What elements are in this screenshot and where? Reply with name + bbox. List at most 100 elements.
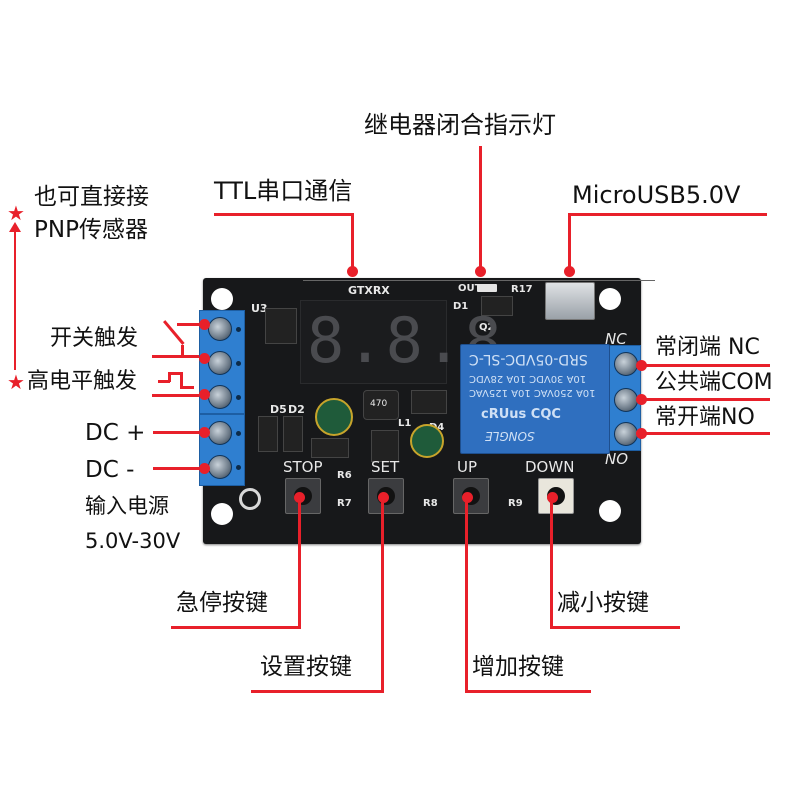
down-key-label: 减小按键 <box>557 590 649 616</box>
micro-usb-leader-v <box>568 213 571 269</box>
relay-brand: SONGLE <box>485 429 535 443</box>
silk-down: DOWN <box>525 458 575 476</box>
switch-symbol-top <box>177 323 199 326</box>
trigger-pin1-dot <box>199 319 210 330</box>
power-input-label: 输入电源 <box>85 494 169 518</box>
electrolytic-capacitor <box>315 398 353 436</box>
arrow-up-icon <box>9 222 21 232</box>
dc-plus-dot <box>199 427 210 438</box>
electrolytic-capacitor <box>410 424 444 458</box>
silk-out: OUT <box>458 283 482 294</box>
voltage-range-label: 5.0V-30V <box>85 529 181 553</box>
relay-model: SRD-05VDC-SL-C <box>469 351 588 367</box>
relay-indicator-led <box>477 284 497 292</box>
micro-usb-dot <box>564 266 575 277</box>
switch-symbol-stub <box>181 345 184 357</box>
brand-logo-icon <box>239 488 261 510</box>
dc-minus-dot <box>199 463 210 474</box>
star-icon: ★ <box>7 201 25 225</box>
pnp-note-arrow-line <box>14 230 16 370</box>
header-outline <box>303 280 655 295</box>
com-leader <box>640 398 770 401</box>
terminal-screw-no[interactable] <box>614 422 638 446</box>
up-key-label: 增加按键 <box>472 654 564 680</box>
set-key-label: 设置按键 <box>260 654 352 680</box>
terminal-screw-com[interactable] <box>614 388 638 412</box>
set-leader-h <box>251 690 384 693</box>
silk-d5: D5 <box>270 403 287 416</box>
dc-plus-label: DC + <box>85 420 146 446</box>
silk-r6: R6 <box>337 470 352 481</box>
terminal-screw[interactable] <box>208 421 232 445</box>
set-leader-v <box>381 495 384 692</box>
pulse-symbol-fall <box>180 372 183 388</box>
trigger-pin2-dot <box>199 353 210 364</box>
ttl-serial-label: TTL串口通信 <box>214 177 353 205</box>
u3-chip <box>265 308 297 344</box>
dc-plus-leader <box>153 431 205 434</box>
stop-key-label: 急停按键 <box>176 590 268 616</box>
silk-l1: L1 <box>398 418 412 429</box>
no-label: 常开端NO <box>655 405 755 430</box>
terminal-screw[interactable] <box>208 455 232 479</box>
relay: SRD-05VDC-SL-C 10A 30VDC 10A 28VDC 10A 2… <box>460 344 610 454</box>
nc-label: 常闭端 NC <box>655 335 760 360</box>
up-leader-h <box>465 690 591 693</box>
ttl-serial-leader-h <box>214 213 354 216</box>
trigger-pin3-dot <box>199 389 210 400</box>
switch-trigger-label: 开关触发 <box>50 326 139 351</box>
silk-set: SET <box>371 458 400 476</box>
stop-leader-v <box>298 495 301 628</box>
silk-d2: D2 <box>288 403 305 416</box>
ttl-serial-leader-v <box>351 213 354 269</box>
relay-indicator-dot <box>475 266 486 277</box>
d4-diode <box>411 390 447 414</box>
regulator-chip <box>371 430 399 462</box>
high-level-trigger-label: 高电平触发 <box>27 369 138 394</box>
relay-marks: cRUus CQC <box>481 407 561 422</box>
mount-hole <box>211 288 233 310</box>
terminal-screw[interactable] <box>208 385 232 409</box>
micro-usb-leader-h <box>568 213 767 216</box>
nc-leader <box>640 364 770 367</box>
ttl-serial-dot <box>347 266 358 277</box>
relay-indicator-leader <box>479 146 482 270</box>
high-level-trigger-leader <box>152 394 202 397</box>
down-leader-v <box>550 495 553 628</box>
pulse-symbol-low-right <box>180 386 194 389</box>
silk-stop: STOP <box>283 458 323 476</box>
terminal-screw[interactable] <box>208 351 232 375</box>
silk-up: UP <box>457 458 478 476</box>
terminal-screw[interactable] <box>208 317 232 341</box>
silk-r9: R9 <box>508 498 523 509</box>
silk-d1: D1 <box>453 301 469 312</box>
nc-dot <box>636 360 647 371</box>
terminal-screw-nc[interactable] <box>614 352 638 376</box>
stop-leader-h <box>171 626 301 629</box>
pnp-note-line1: 也可直接接 <box>34 184 149 210</box>
silk-r17: R17 <box>511 284 533 295</box>
relay-rating-line2: 10A 30VDC 10A 28VDC <box>469 373 587 384</box>
silk-no: NO <box>605 450 629 468</box>
dc-minus-label: DC - <box>85 457 135 483</box>
pnp-note-line2: PNP传感器 <box>34 217 148 243</box>
dc-minus-leader <box>153 467 205 470</box>
inductor-marking: 470 <box>370 399 388 409</box>
d2-diode <box>283 416 303 452</box>
relay-rating-line1: 10A 250VAC 10A 125VAC <box>469 387 596 398</box>
relay-indicator-label: 继电器闭合指示灯 <box>364 111 556 139</box>
star-icon: ★ <box>7 370 25 394</box>
up-leader-v <box>465 495 468 692</box>
mount-hole <box>599 500 621 522</box>
silk-r7: R7 <box>337 498 352 509</box>
mount-hole <box>599 288 621 310</box>
com-label: 公共端COM <box>655 370 773 395</box>
micro-usb-label: MicroUSB5.0V <box>572 181 741 209</box>
no-leader <box>640 432 770 435</box>
micro-usb-port[interactable] <box>545 282 595 320</box>
silk-nc: NC <box>605 330 627 348</box>
d1-diode <box>481 296 513 316</box>
no-dot <box>636 428 647 439</box>
mount-hole <box>211 503 233 525</box>
down-leader-h <box>550 626 680 629</box>
